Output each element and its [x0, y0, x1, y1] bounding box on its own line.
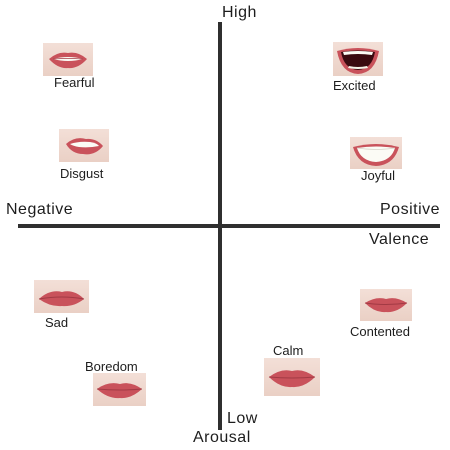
- emotion-label-contented: Contented: [350, 324, 410, 339]
- valence-axis-line: [18, 224, 440, 228]
- excited-mouth-image: [333, 42, 383, 76]
- emotion-label-calm: Calm: [273, 343, 304, 358]
- axis-label-valence: Valence: [369, 231, 430, 248]
- axis-label-arousal: Arousal: [193, 429, 251, 446]
- emotion-label-disgust: Disgust: [60, 166, 104, 181]
- boredom-mouth-image: [93, 373, 146, 406]
- sad-mouth-image: [34, 280, 89, 313]
- emotion-label-joyful: Joyful: [361, 168, 395, 183]
- emotion-label-fearful: Fearful: [54, 75, 95, 90]
- axis-label-high: High: [222, 4, 257, 21]
- axis-label-low: Low: [227, 410, 258, 427]
- disgust-mouth-image: [59, 129, 109, 162]
- axis-label-negative: Negative: [6, 201, 74, 218]
- axis-label-positive: Positive: [380, 201, 441, 218]
- emotion-label-sad: Sad: [45, 315, 69, 330]
- contented-mouth-image: [360, 289, 412, 321]
- joyful-mouth-image: [350, 137, 402, 169]
- emotion-label-excited: Excited: [333, 78, 376, 93]
- emotion-label-boredom: Boredom: [85, 359, 138, 374]
- calm-mouth-image: [264, 358, 320, 396]
- fearful-mouth-image: [43, 43, 93, 76]
